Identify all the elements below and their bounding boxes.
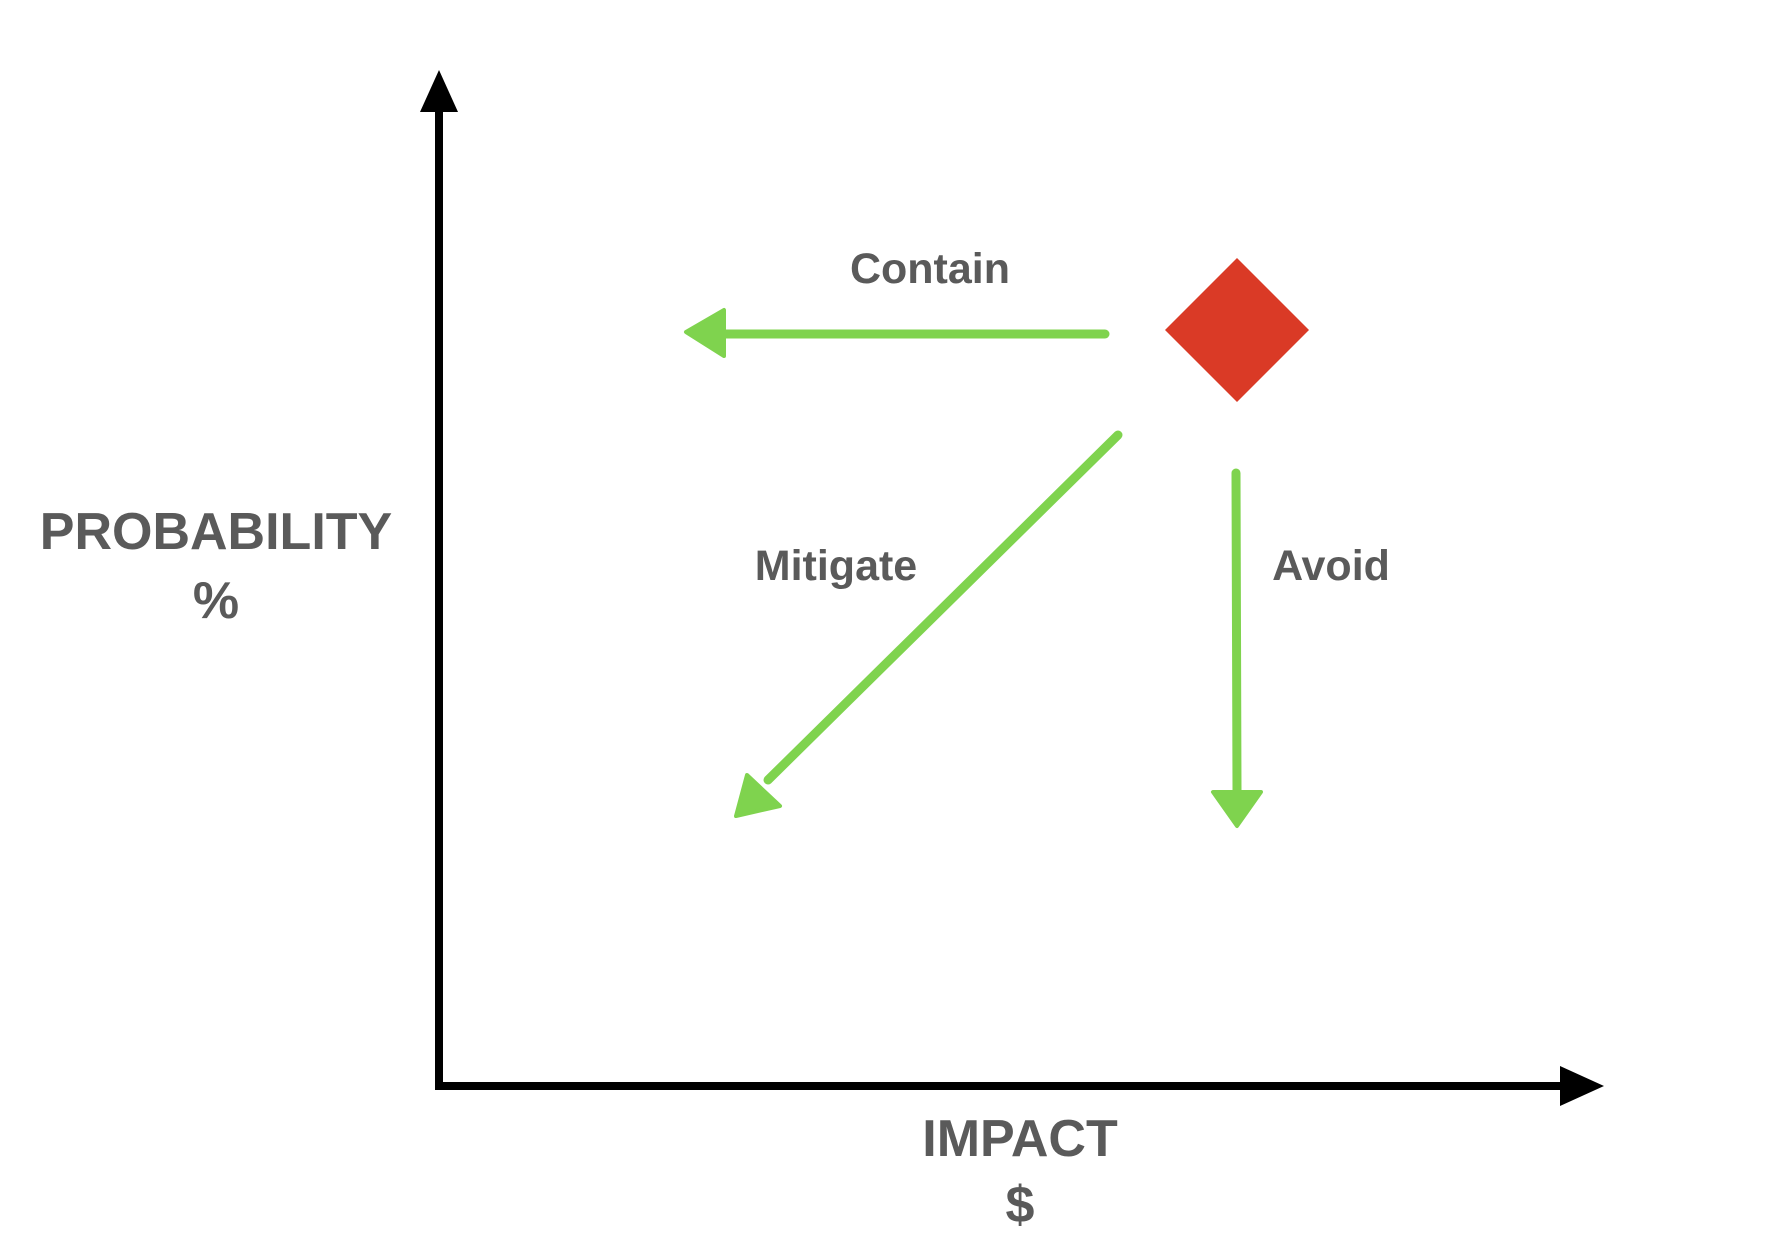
- avoid-arrow: [1211, 468, 1263, 828]
- y-axis-arrowhead: [420, 70, 458, 112]
- contain-arrow-head: [684, 308, 726, 358]
- x-axis-unit: $: [1006, 1176, 1035, 1234]
- y-axis-title: PROBABILITY: [40, 503, 392, 561]
- mitigate-arrow-shaft: [763, 430, 1123, 785]
- contain-label: Contain: [850, 245, 1010, 293]
- avoid-arrow-head: [1211, 790, 1263, 828]
- risk-marker-diamond: [1165, 258, 1309, 402]
- y-axis-unit: %: [193, 572, 239, 630]
- x-axis-title: IMPACT: [922, 1110, 1118, 1168]
- avoid-arrow-shaft: [1231, 468, 1242, 795]
- mitigate-arrow: [734, 430, 1123, 818]
- mitigate-label: Mitigate: [755, 542, 917, 590]
- avoid-label: Avoid: [1272, 542, 1390, 590]
- x-axis-arrowhead: [1560, 1066, 1604, 1106]
- mitigate-arrow-head: [734, 773, 782, 818]
- contain-arrow: [684, 308, 1110, 358]
